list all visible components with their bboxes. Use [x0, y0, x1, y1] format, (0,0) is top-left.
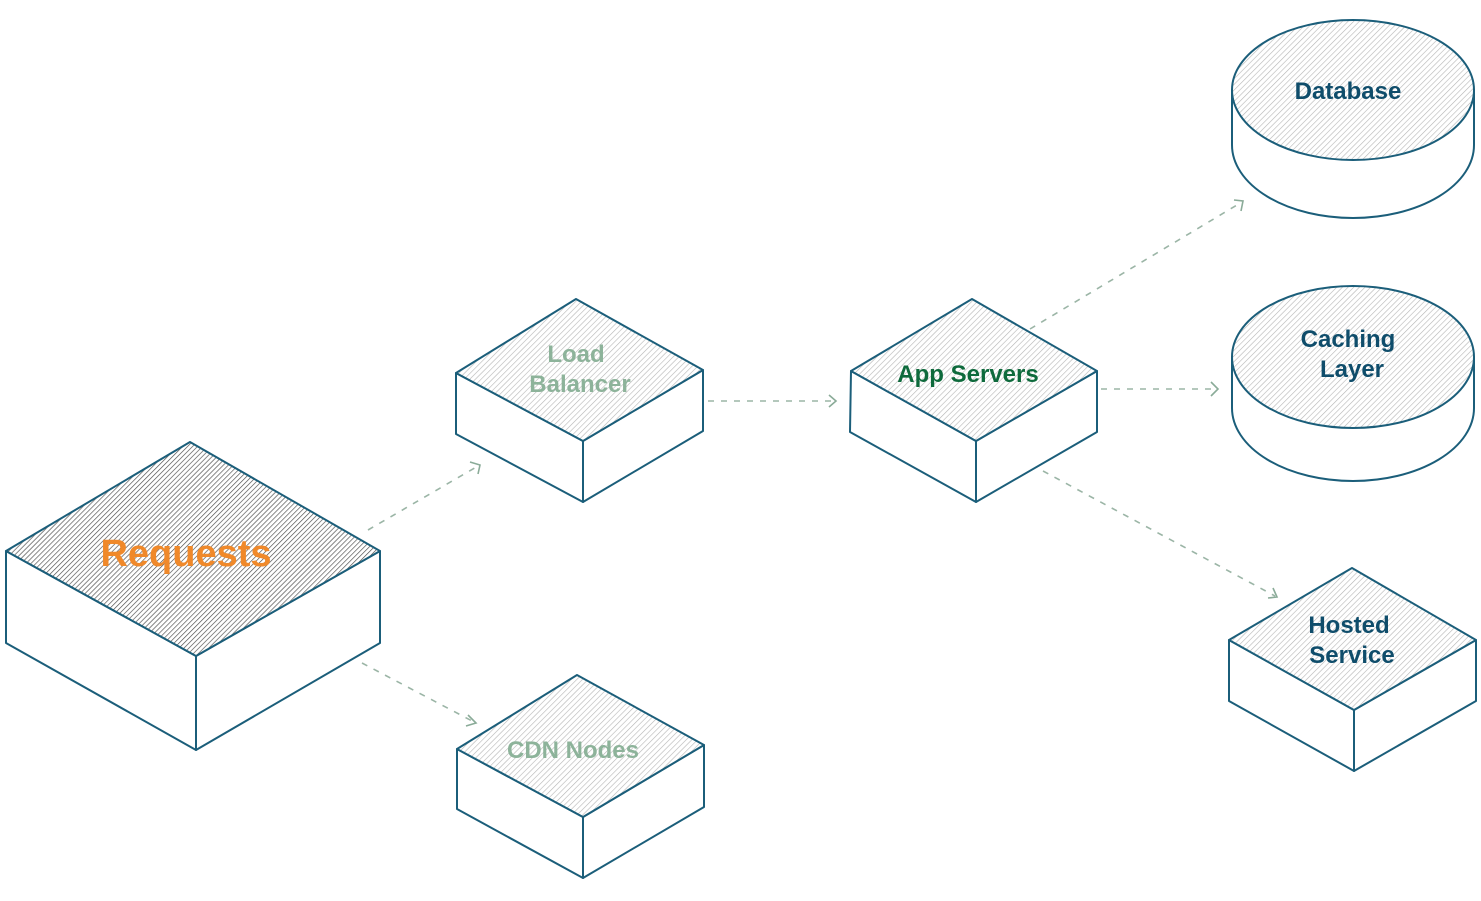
node-label-cdn-nodes: CDN Nodes: [507, 737, 639, 764]
node-label-caching-layer-line1: Caching: [1301, 326, 1396, 353]
edge-requests-to-load-balancer: [367, 461, 481, 531]
edge-requests-to-cdn-nodes: [361, 662, 478, 727]
node-label-load-balancer-line2: Balancer: [529, 371, 630, 398]
node-label-hosted-service-line1: Hosted: [1308, 612, 1389, 639]
node-requests[interactable]: Requests: [5, 441, 381, 751]
node-label-database: Database: [1295, 78, 1402, 105]
edge-app-servers-to-database: [1029, 199, 1244, 330]
node-caching-layer[interactable]: Caching Layer: [1231, 285, 1475, 482]
edge-app-servers-to-hosted-service: [1042, 470, 1279, 599]
node-database[interactable]: Database: [1231, 19, 1475, 219]
node-label-load-balancer-line1: Load: [547, 341, 604, 368]
node-cdn-nodes[interactable]: CDN Nodes: [456, 674, 705, 879]
node-app-servers[interactable]: App Servers: [849, 298, 1098, 503]
edge-app-servers-to-caching-layer: [1101, 381, 1220, 397]
node-label-requests: Requests: [100, 533, 271, 575]
node-hosted-service[interactable]: Hosted Service: [1228, 567, 1477, 772]
node-label-hosted-service-line2: Service: [1309, 642, 1394, 669]
node-label-caching-layer-line2: Layer: [1320, 356, 1384, 383]
edge-load-balancer-to-app-servers: [708, 394, 838, 408]
node-load-balancer[interactable]: Load Balancer: [455, 298, 704, 503]
node-label-app-servers: App Servers: [897, 361, 1038, 388]
